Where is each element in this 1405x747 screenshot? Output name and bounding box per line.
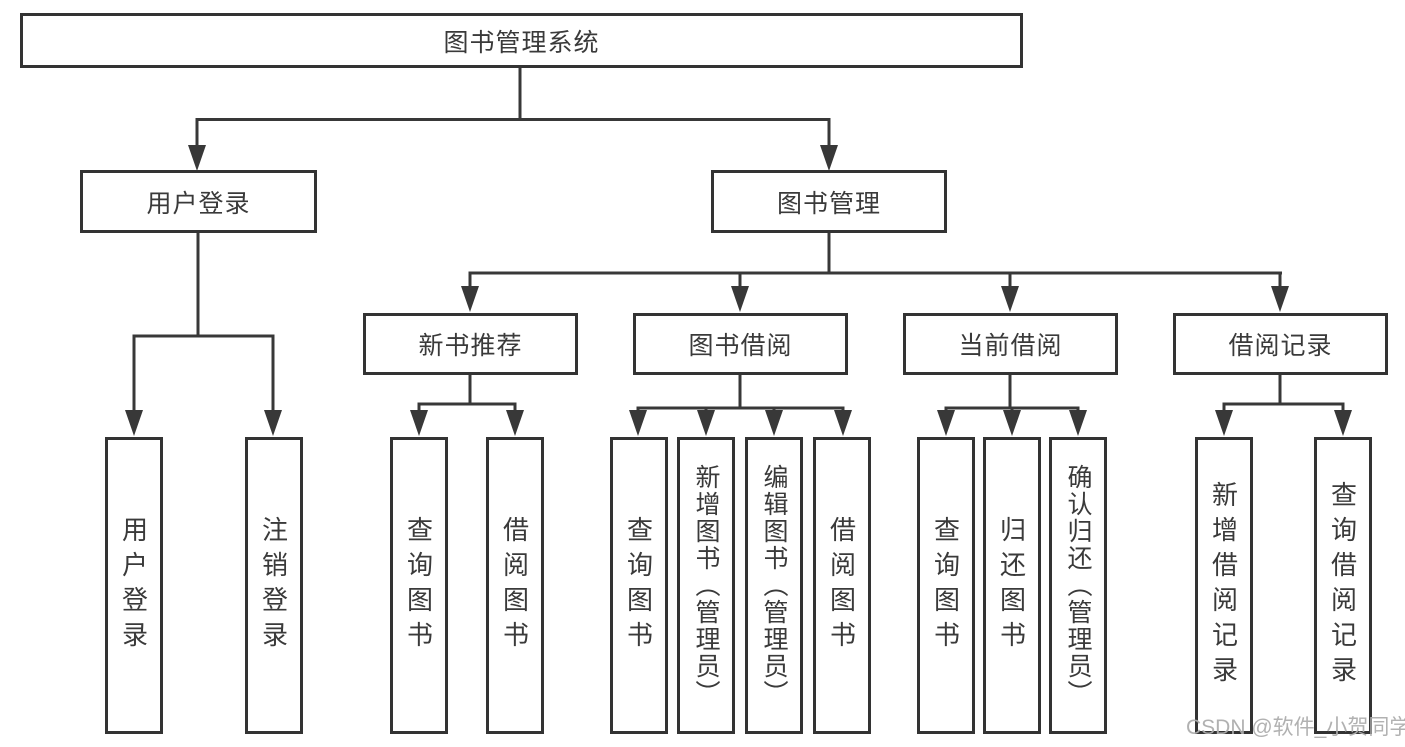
arrowheads xyxy=(125,145,1352,436)
leaf-edit-books-admin: 编辑图书（管理员） xyxy=(745,437,803,734)
csdn-watermark: CSDN @软件_小贺同学 xyxy=(1186,716,1405,739)
node-new-book-recommend: 新书推荐 xyxy=(363,313,578,375)
leaf-return-books: 归还图书 xyxy=(983,437,1041,734)
node-borrow-records: 借阅记录 xyxy=(1173,313,1388,375)
leaf-logout: 注销登录 xyxy=(245,437,303,734)
leaf-add-books-admin: 新增图书（管理员） xyxy=(677,437,735,734)
leaf-query-borrow-record: 查询借阅记录 xyxy=(1314,437,1372,734)
node-user-login-module: 用户登录 xyxy=(80,170,317,233)
node-book-borrow: 图书借阅 xyxy=(633,313,848,375)
node-current-borrow: 当前借阅 xyxy=(903,313,1118,375)
leaf-query-books-recommend: 查询图书 xyxy=(390,437,448,734)
leaf-borrow-books-recommend: 借阅图书 xyxy=(486,437,544,734)
leaf-borrow-books: 借阅图书 xyxy=(813,437,871,734)
node-root-system: 图书管理系统 xyxy=(20,13,1023,68)
leaf-user-login: 用户登录 xyxy=(105,437,163,734)
leaf-confirm-return-admin: 确认归还（管理员） xyxy=(1049,437,1107,734)
leaf-query-books-current: 查询图书 xyxy=(917,437,975,734)
leaf-query-books-borrow: 查询图书 xyxy=(610,437,668,734)
leaf-add-borrow-record: 新增借阅记录 xyxy=(1195,437,1253,734)
node-book-management-module: 图书管理 xyxy=(711,170,947,233)
